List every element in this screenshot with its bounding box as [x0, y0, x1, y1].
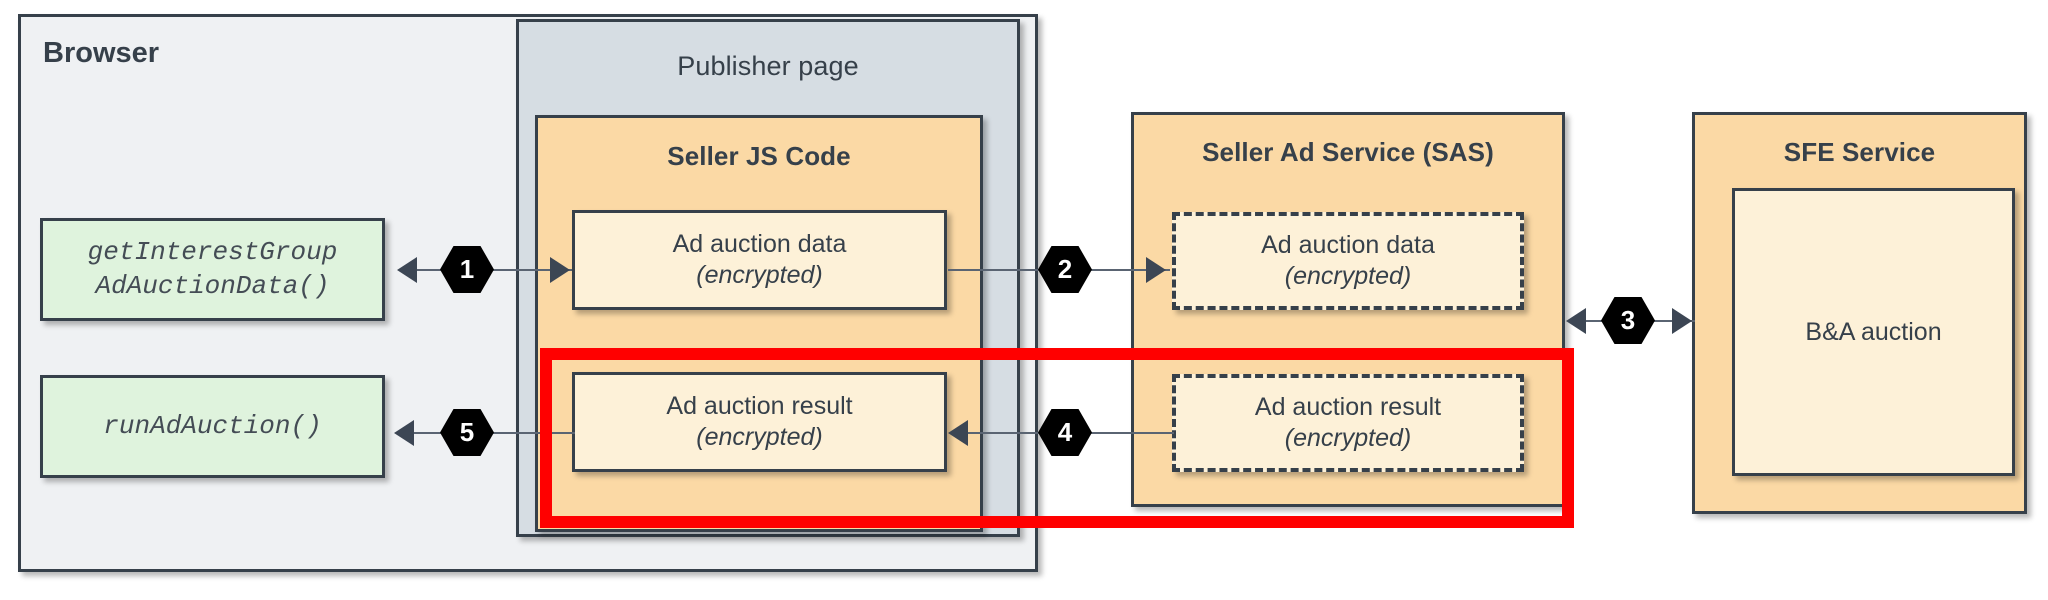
step-badge-2: 2: [1038, 246, 1092, 293]
step-number: 4: [1057, 417, 1073, 447]
step-badge-5: 5: [440, 409, 494, 456]
get-interest-group-ad-auction-data-box: getInterestGroup AdAuctionData(): [40, 218, 385, 321]
sfe-ba-auction-box: B&A auction: [1732, 188, 2015, 476]
step-number: 1: [459, 254, 475, 284]
step-number: 2: [1057, 254, 1073, 284]
arrow-head-2: [1146, 257, 1166, 283]
sas-ad-auction-data-box: Ad auction data (encrypted): [1172, 212, 1524, 310]
box-main-text: B&A auction: [1805, 317, 1942, 346]
seller-js-code-label: Seller JS Code: [667, 141, 851, 171]
api-line-1: getInterestGroup: [87, 237, 338, 268]
api-line-1: runAdAuction(): [103, 410, 322, 441]
arrow-head-3-right: [1672, 308, 1692, 334]
arrow-head-4: [948, 420, 968, 446]
publisher-page-label: Publisher page: [677, 51, 859, 81]
arrow-head-1-right: [550, 257, 570, 283]
arrow-head-1-left: [397, 257, 417, 283]
step-number: 5: [459, 417, 475, 447]
step-badge-4: 4: [1038, 409, 1092, 456]
box-sub-text: (encrypted): [1284, 262, 1412, 290]
box-sub-text: (encrypted): [1284, 424, 1412, 452]
api-line-2: AdAuctionData(): [95, 270, 330, 301]
box-sub-text: (encrypted): [696, 261, 823, 289]
sfe-service-label: SFE Service: [1783, 137, 1936, 167]
run-ad-auction-box: runAdAuction(): [40, 375, 385, 478]
box-main-text: Ad auction data: [1261, 231, 1435, 259]
box-sub-text: (encrypted): [696, 423, 823, 451]
box-main-text: Ad auction result: [1254, 393, 1442, 421]
seller-js-ad-auction-result-box: Ad auction result (encrypted): [572, 372, 947, 472]
arrow-head-3-left: [1566, 308, 1586, 334]
step-number: 3: [1620, 305, 1636, 335]
box-main-text: Ad auction result: [666, 392, 853, 420]
arrow-head-5: [394, 420, 414, 446]
sas-ad-auction-result-box: Ad auction result (encrypted): [1172, 374, 1524, 472]
step-badge-3: 3: [1601, 297, 1655, 344]
browser-label: Browser: [43, 37, 160, 69]
seller-ad-service-label: Seller Ad Service (SAS): [1202, 137, 1494, 167]
seller-js-ad-auction-data-box: Ad auction data (encrypted): [572, 210, 947, 310]
box-main-text: Ad auction data: [672, 230, 847, 258]
